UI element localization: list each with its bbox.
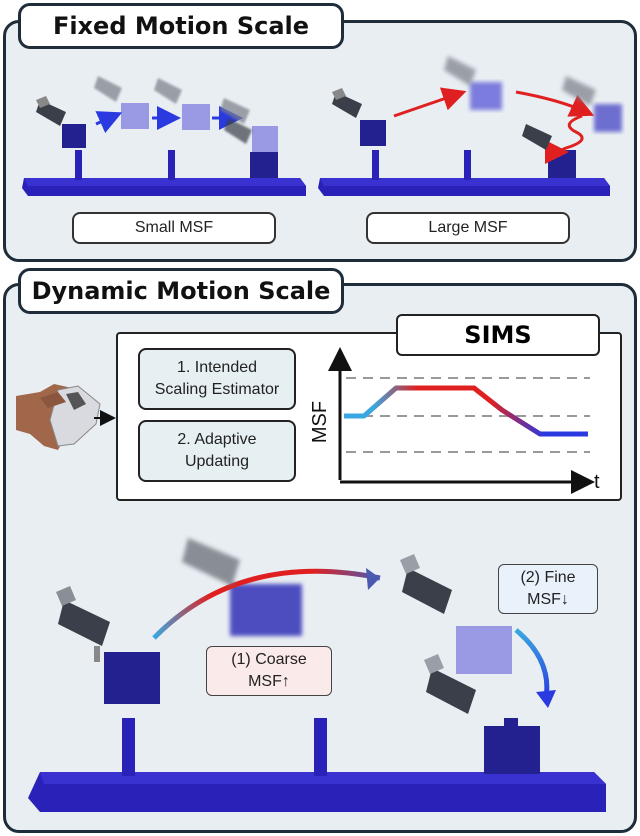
- robot-gripper: [56, 586, 110, 662]
- hand-controller-icon: [16, 384, 101, 450]
- large-msf-scene: [318, 56, 622, 196]
- peg: [122, 718, 135, 776]
- intended-scaling-estimator-module: 1. Intended Scaling Estimator: [138, 348, 296, 410]
- ghost-cube: [594, 104, 622, 132]
- fine-arrow: [514, 628, 550, 699]
- module2-label: 2. Adaptive Updating: [177, 430, 257, 470]
- adaptive-updating-module: 2. Adaptive Updating: [138, 420, 296, 482]
- graph-x-label: t: [594, 471, 600, 493]
- module1-label: 1. Intended Scaling Estimator: [154, 358, 280, 398]
- peg: [464, 150, 471, 180]
- msf-curve: [344, 385, 588, 437]
- robot-gripper: [400, 554, 476, 714]
- graph-y-label: MSF: [309, 401, 331, 443]
- cube: [62, 124, 86, 148]
- coarse-line1: (1) Coarse: [231, 651, 307, 669]
- small-msf-scene: [22, 76, 306, 196]
- dynamic-scene: [28, 538, 606, 812]
- cube: [484, 726, 540, 774]
- ghost-cube: [252, 126, 278, 152]
- coarse-arrow: [152, 568, 381, 640]
- robot-gripper: [522, 124, 552, 150]
- coarse-line2: MSF↑: [248, 673, 290, 690]
- cube: [548, 150, 576, 178]
- fine-msf-callout: (2) Fine MSF↓: [498, 564, 598, 614]
- robot-gripper: [182, 538, 240, 586]
- robot-gripper: [94, 76, 252, 144]
- coarse-msf-callout: (1) Coarse MSF↑: [206, 646, 332, 696]
- small-msf-label: Small MSF: [72, 212, 276, 244]
- ghost-cube: [470, 82, 502, 110]
- peg: [75, 150, 82, 180]
- cube: [360, 120, 386, 146]
- sims-title: SIMS: [396, 314, 600, 356]
- fine-line1: (2) Fine: [520, 569, 576, 587]
- robot-gripper: [332, 88, 362, 118]
- ghost-cube: [182, 104, 210, 130]
- dynamic-motion-scale-title: Dynamic Motion Scale: [18, 268, 344, 314]
- peg: [314, 718, 327, 776]
- fine-line2: MSF↓: [527, 591, 569, 608]
- ghost-cube: [230, 584, 302, 636]
- msf-graph: MSF t: [309, 347, 600, 494]
- cube: [250, 152, 278, 178]
- fixed-motion-scale-title: Fixed Motion Scale: [18, 3, 344, 49]
- large-msf-label: Large MSF: [366, 212, 570, 244]
- peg: [168, 150, 175, 180]
- peg: [372, 150, 379, 180]
- robot-gripper: [36, 96, 66, 126]
- ghost-cube: [121, 103, 149, 129]
- robot-gripper: [444, 56, 596, 106]
- cube: [104, 652, 160, 704]
- ghost-cube: [456, 626, 512, 674]
